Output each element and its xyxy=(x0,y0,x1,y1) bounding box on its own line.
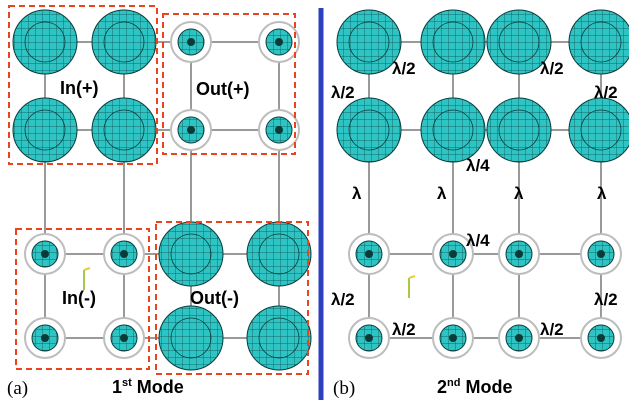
in-minus-box xyxy=(15,228,150,370)
mesh-disk xyxy=(486,97,552,163)
mesh-disk xyxy=(420,9,486,75)
ringed-disk xyxy=(103,233,145,275)
ringed-disk xyxy=(258,21,300,63)
wavelength-label: λ xyxy=(437,184,447,203)
wavelength-label: λ/4 xyxy=(466,231,490,250)
ringed-disk xyxy=(24,317,66,359)
panel-b-caption: (b) xyxy=(333,378,355,399)
panel-a-mode-title: 1st Mode xyxy=(112,377,184,397)
mode-ordinal-suffix: st xyxy=(122,377,132,389)
panel-a: In(+) Out(+) In(-) Out(-) (a) 1st Mode xyxy=(7,5,312,399)
panel-b-mode-title: 2nd Mode xyxy=(437,377,512,397)
in-plus-box xyxy=(8,5,158,165)
ringed-disk xyxy=(24,233,66,275)
mesh-disk xyxy=(568,97,629,163)
mesh-disk xyxy=(12,9,78,75)
wavelength-label: λ/2 xyxy=(331,290,355,309)
mesh-disk xyxy=(568,9,629,75)
panel-a-small-disks xyxy=(24,21,300,359)
wavelength-label: λ/2 xyxy=(331,83,355,102)
mesh-disk xyxy=(158,305,224,371)
mesh-disk xyxy=(158,221,224,287)
mesh-disk xyxy=(420,97,486,163)
axis-triad-icon xyxy=(408,275,416,298)
wavelength-label: λ/2 xyxy=(540,59,564,78)
panel-b-connectors xyxy=(368,41,602,339)
wavelength-label: λ xyxy=(514,184,524,203)
ringed-disk xyxy=(348,233,390,275)
mesh-disk xyxy=(486,9,552,75)
mesh-disk xyxy=(246,221,312,287)
ringed-disk xyxy=(103,317,145,359)
mesh-disk xyxy=(336,97,402,163)
mesh-disk xyxy=(91,9,157,75)
ringed-disk xyxy=(348,317,390,359)
panel-b: λ/2 λ/2 λ/2 λ/2 λ/4 λ λ λ λ λ/4 λ/2 λ/2 … xyxy=(331,9,629,399)
ringed-disk xyxy=(580,317,622,359)
wavelength-label: λ xyxy=(352,184,362,203)
ringed-disk xyxy=(580,233,622,275)
ringed-disk xyxy=(170,21,212,63)
wavelength-label: λ/2 xyxy=(594,83,618,102)
mode-word: Mode xyxy=(460,377,512,397)
mode-number: 1 xyxy=(112,377,122,397)
panel-a-connectors xyxy=(44,41,280,339)
mesh-disk xyxy=(12,97,78,163)
label-in-plus: In(+) xyxy=(60,78,99,98)
wavelength-labels: λ/2 λ/2 λ/2 λ/2 λ/4 λ λ λ λ λ/4 λ/2 λ/2 … xyxy=(331,59,618,339)
panel-a-caption: (a) xyxy=(7,378,28,399)
panel-b-small-disks xyxy=(348,233,622,359)
ringed-disk xyxy=(432,233,474,275)
panel-a-large-disks xyxy=(12,9,312,371)
wavelength-label: λ/2 xyxy=(540,320,564,339)
label-out-plus: Out(+) xyxy=(196,79,250,99)
out-minus-box xyxy=(155,221,309,375)
wavelength-label: λ/4 xyxy=(466,156,490,175)
panel-a-group-boxes xyxy=(8,5,309,375)
ringed-disk xyxy=(498,317,540,359)
mesh-disk xyxy=(246,305,312,371)
label-out-minus: Out(-) xyxy=(190,288,239,308)
wavelength-label: λ/2 xyxy=(392,320,416,339)
mesh-disk xyxy=(91,97,157,163)
ringed-disk xyxy=(498,233,540,275)
wavelength-label: λ xyxy=(597,184,607,203)
mesh-disk xyxy=(336,9,402,75)
mode-ordinal-suffix: nd xyxy=(447,377,460,389)
out-plus-box xyxy=(162,13,296,155)
panel-b-large-disks xyxy=(336,9,629,163)
ringed-disk xyxy=(258,109,300,151)
label-in-minus: In(-) xyxy=(62,288,96,308)
mode-number: 2 xyxy=(437,377,447,397)
ringed-disk xyxy=(170,109,212,151)
axis-triad-icon xyxy=(83,267,91,290)
mode-word: Mode xyxy=(132,377,184,397)
wavelength-label: λ/2 xyxy=(594,290,618,309)
wavelength-label: λ/2 xyxy=(392,59,416,78)
ringed-disk xyxy=(432,317,474,359)
